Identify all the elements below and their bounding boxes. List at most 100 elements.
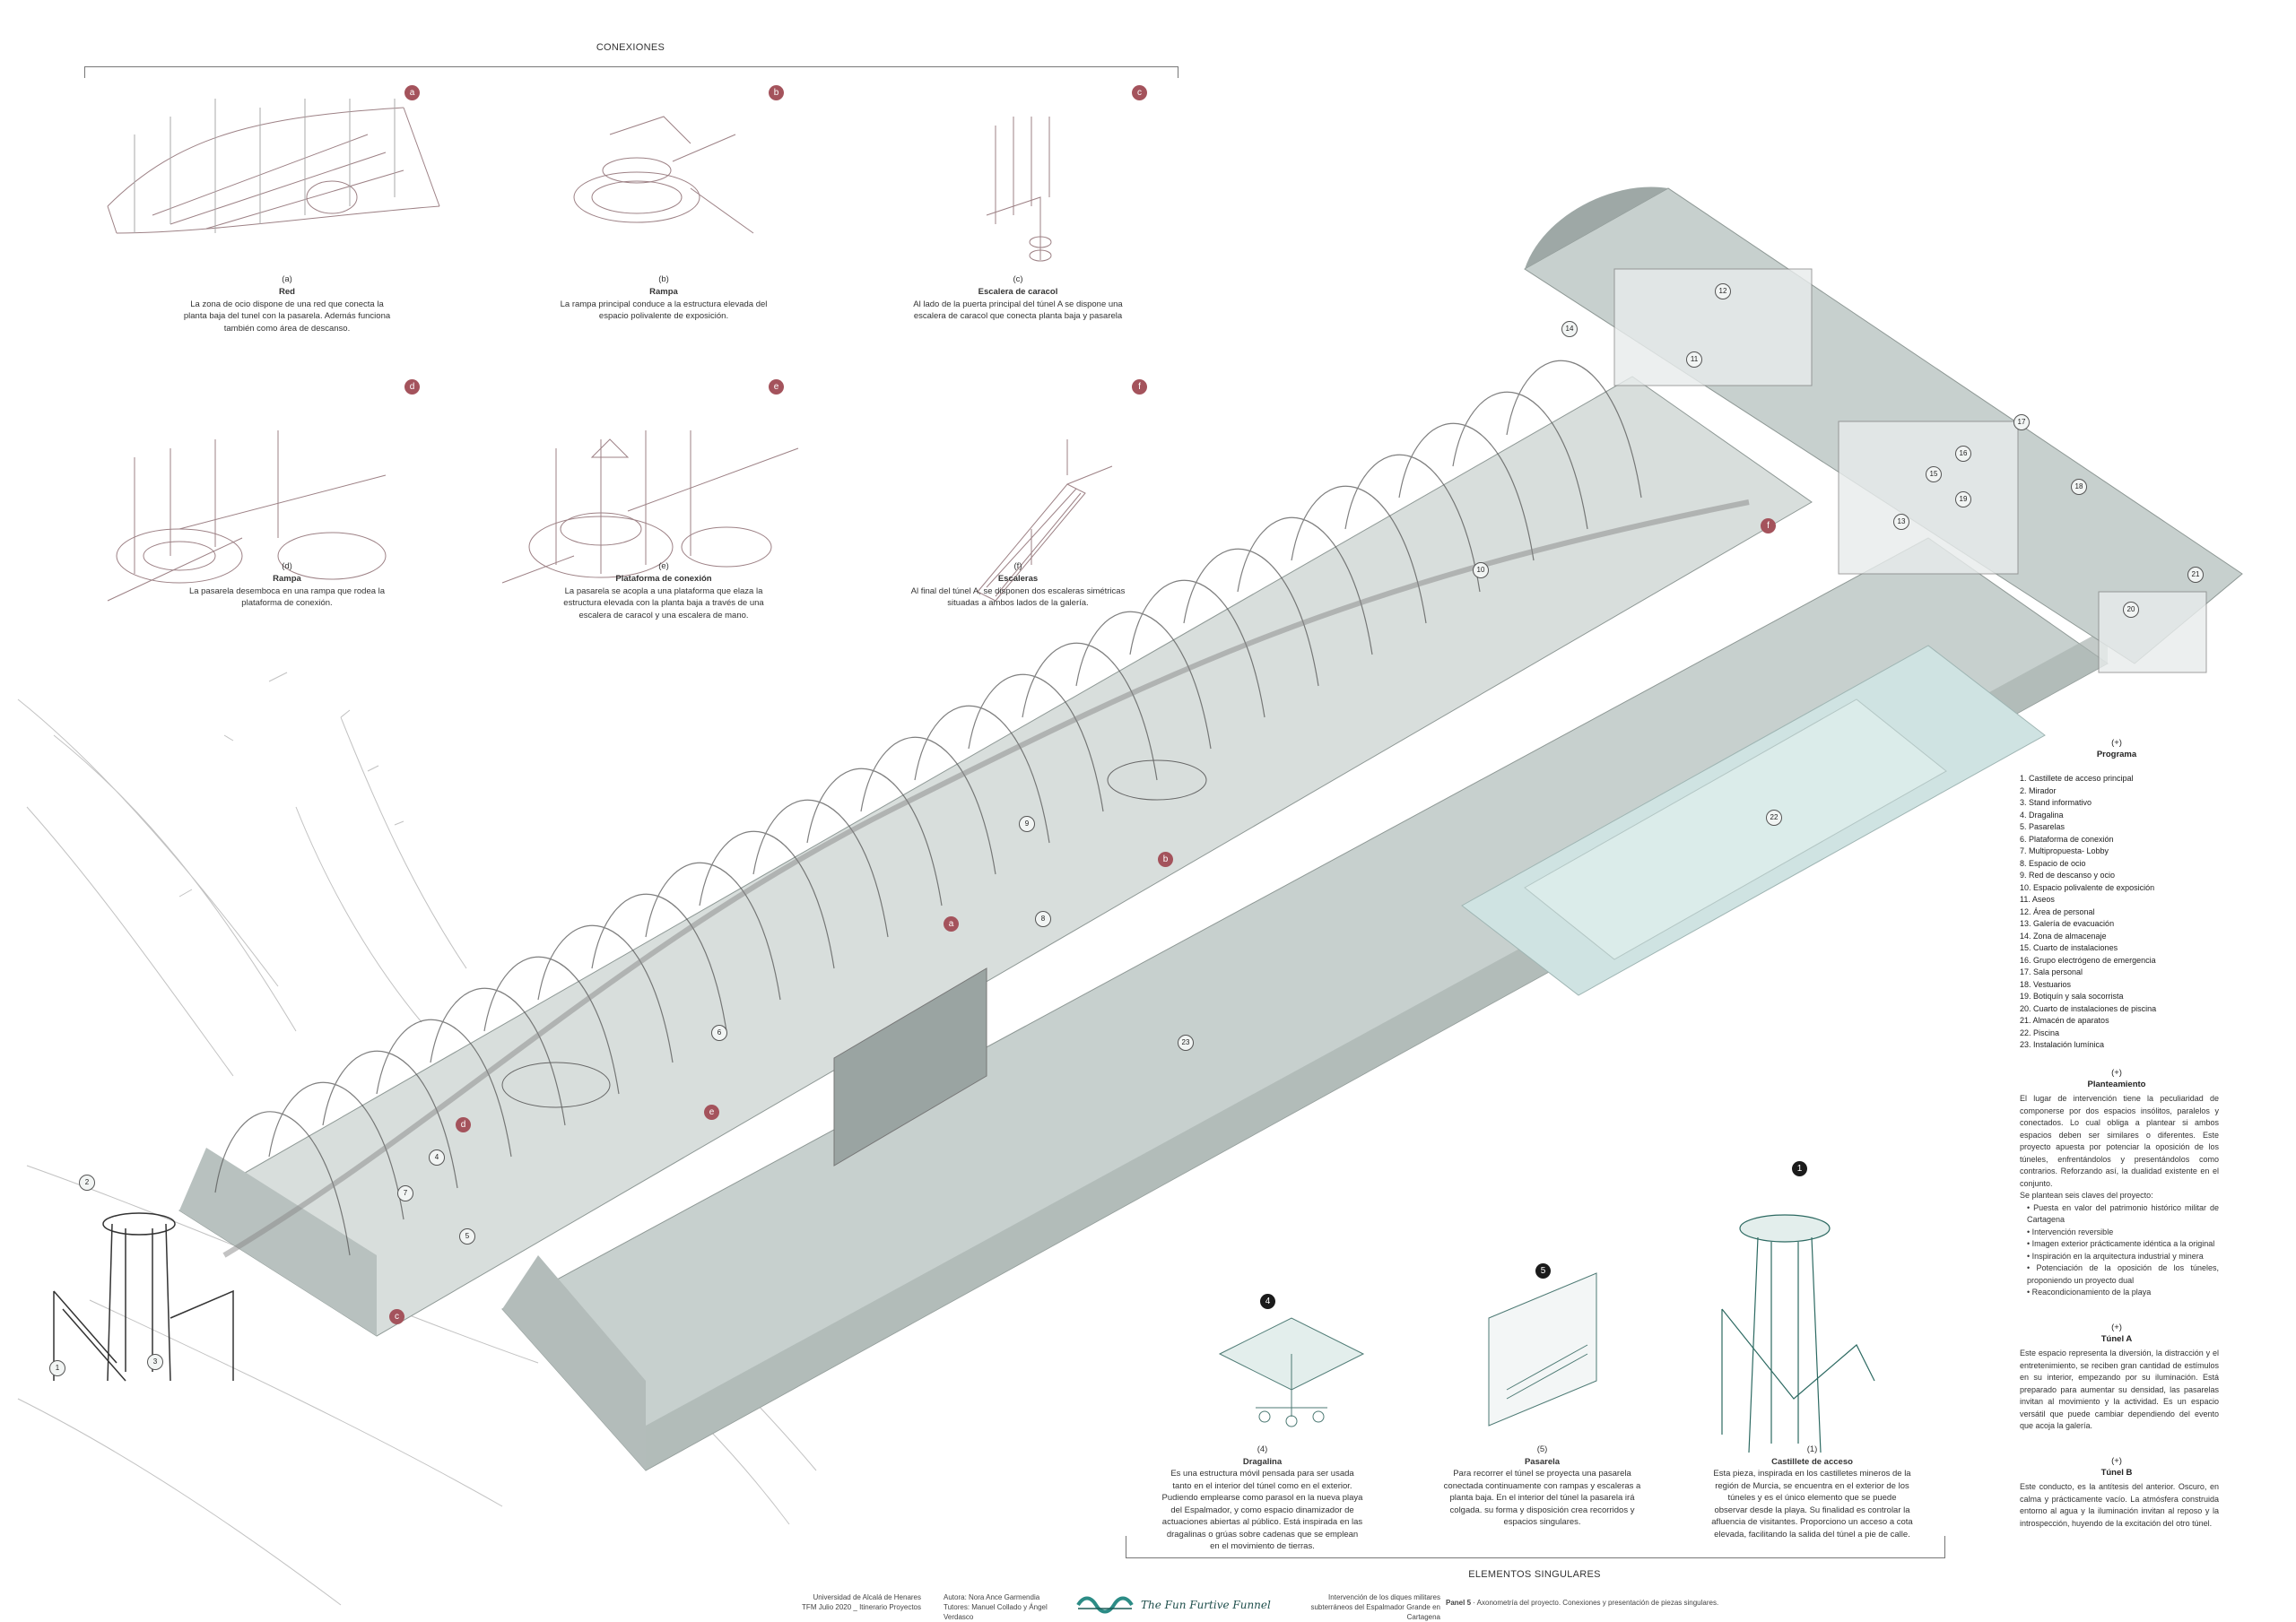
tunel-a-marker: (+) [2111,1323,2122,1332]
project-title: The Fun Furtive Funnel [1141,1599,1271,1611]
tunel-a-title: Túnel A [2100,1334,2133,1344]
programa-item: 8. Espacio de ocio [2020,858,2086,868]
caption-desc: La zona de ocio dispone de una red que c… [183,299,391,334]
caption-desc: Al lado de la puerta principal del túnel… [913,299,1123,322]
connection-caption-d: (d) Rampa La pasarela desemboca en una r… [179,560,395,610]
programa-item: 16. Grupo electrógeno de emergencia [2020,955,2156,965]
footer-author: Autora: Nora Ance Garmendia [944,1593,1040,1601]
element-label: (4) [1257,1444,1268,1454]
programa-item: 15. Cuarto de instalaciones [2020,943,2118,952]
connections-bracket [84,66,1178,78]
connection-sketches [107,99,1113,602]
planteamiento-key: • Potenciación de la oposición de los tú… [2027,1263,2219,1285]
programa-item: 14. Zona de almacenaje [2020,931,2107,941]
element-pasarela [1488,1272,1597,1427]
footer-tutors: Tutores: Manuel Collado y Ángel Verdasco [944,1603,1048,1621]
badge-d: d [404,379,420,395]
programa-list: 1. Castillete de acceso principal 2. Mir… [2020,773,2289,1052]
footer-panel-desc: · Axonometría del proyecto. Conexiones y… [1471,1599,1719,1607]
programa-item: 9. Red de descanso y ocio [2020,871,2116,880]
cross-gallery [833,967,987,1167]
badge-f: f [1132,379,1147,395]
axo-marker-e: e [704,1105,719,1120]
footer-panel-label: Panel 5 [1446,1599,1472,1607]
planteamiento-key: • Puesta en valor del patrimonio históri… [2027,1202,2219,1225]
project-logo-icon [1076,1596,1134,1614]
footer-university: Universidad de Alcalá de Henares TFM Jul… [787,1592,921,1612]
axo-marker-d: d [456,1117,471,1132]
axo-label-21: 21 [2187,567,2204,583]
planteamiento-key: • Reacondicionamiento de la playa [2027,1288,2152,1297]
sketch-rampa [573,116,754,234]
planteamiento-intro: Se plantean seis claves del proyecto: [2020,1191,2153,1200]
footer-university-name: Universidad de Alcalá de Henares [813,1593,921,1601]
programa-item: 20. Cuarto de instalaciones de piscina [2020,1003,2157,1013]
badge-a: a [404,85,420,100]
axo-marker-b: b [1158,852,1173,867]
axo-label-17: 17 [2013,414,2030,430]
axo-label-20: 20 [2123,602,2139,618]
caption-name: Rampa [273,573,301,584]
tunel-a-header: (+) Túnel A [2018,1322,2215,1345]
axo-label-12: 12 [1715,283,1731,299]
connection-caption-b: (b) Rampa La rampa principal conduce a l… [556,273,771,323]
element-label: (5) [1536,1444,1548,1454]
badge-e: e [769,379,784,395]
elements-title: ELEMENTOS SINGULARES [1468,1569,1601,1580]
axo-label-14: 14 [1561,321,1578,337]
programa-item: 10. Espacio polivalente de exposición [2020,882,2155,892]
tunnel-b [501,537,2109,1471]
caption-label: (f) [1013,561,1022,571]
footer-intervention: Intervención de los diques militares sub… [1310,1593,1440,1621]
caption-label: (a) [282,274,292,284]
element-dragalina [1218,1317,1365,1427]
axo-label-4: 4 [429,1149,445,1166]
badge-c: c [1132,85,1147,100]
programa-item: 7. Multipropuesta- Lobby [2020,846,2109,855]
axo-label-2: 2 [79,1175,95,1191]
planteamiento-marker: (+) [2111,1068,2122,1078]
element-desc: Para recorrer el túnel se proyecta una p… [1443,1469,1641,1527]
caption-label: (b) [658,274,669,284]
axo-label-22: 22 [1766,810,1782,826]
sketch-rampa-d [107,430,387,602]
caption-label: (d) [282,561,292,571]
element-label: (1) [1806,1444,1818,1454]
walkway [222,499,1750,1258]
element-desc: Esta pieza, inspirada en los castilletes… [1711,1469,1913,1540]
planteamiento-text: El lugar de intervención tiene la peculi… [2020,1093,2219,1299]
caption-name: Escaleras [997,573,1039,584]
caption-label: (e) [658,561,669,571]
connection-caption-e: (e) Plataforma de conexión La pasarela s… [556,560,771,622]
programa-item: 3. Stand informativo [2020,798,2092,807]
element-badge-1: 1 [1792,1161,1807,1176]
connection-caption-f: (f) Escaleras Al final del túnel A, se d… [910,560,1126,610]
axo-label-16: 16 [1955,446,1971,462]
axo-label-15: 15 [1926,466,1942,482]
planteamiento-paragraph: El lugar de intervención tiene la peculi… [2020,1094,2219,1188]
element-name: Castillete de acceso [1771,1456,1853,1467]
tunnel-a [178,376,1813,1337]
connection-platform [501,1062,611,1108]
axo-label-3: 3 [147,1354,163,1370]
programa-item: 5. Pasarelas [2020,822,2066,831]
caption-name: Rampa [649,286,678,297]
caption-name: Plataforma de conexión [615,573,712,584]
caption-desc: Al final del túnel A, se disponen dos es… [910,585,1126,609]
axo-label-13: 13 [1893,514,1909,530]
sketch-escaleras [977,439,1113,602]
element-caption-pasarela: (5) Pasarela Para recorrer el túnel se p… [1441,1444,1643,1529]
footer-authors: Autora: Nora Ance Garmendia Tutores: Man… [944,1592,1078,1622]
programa-item: 13. Galería de evacuación [2020,919,2115,928]
axo-label-11: 11 [1686,351,1702,368]
badge-b: b [769,85,784,100]
programa-item: 18. Vestuarios [2020,979,2072,989]
programa-item: 2. Mirador [2020,785,2057,795]
footer-panel: Panel 5 · Axonometría del proyecto. Cone… [1446,1598,1822,1608]
tunnel-a-ribs [214,360,1642,1256]
axo-label-23: 23 [1178,1035,1194,1051]
element-castillete [1721,1214,1875,1453]
axo-label-1: 1 [49,1360,65,1376]
caption-name: Red [279,286,295,297]
programa-item: 22. Piscina [2020,1028,2060,1037]
